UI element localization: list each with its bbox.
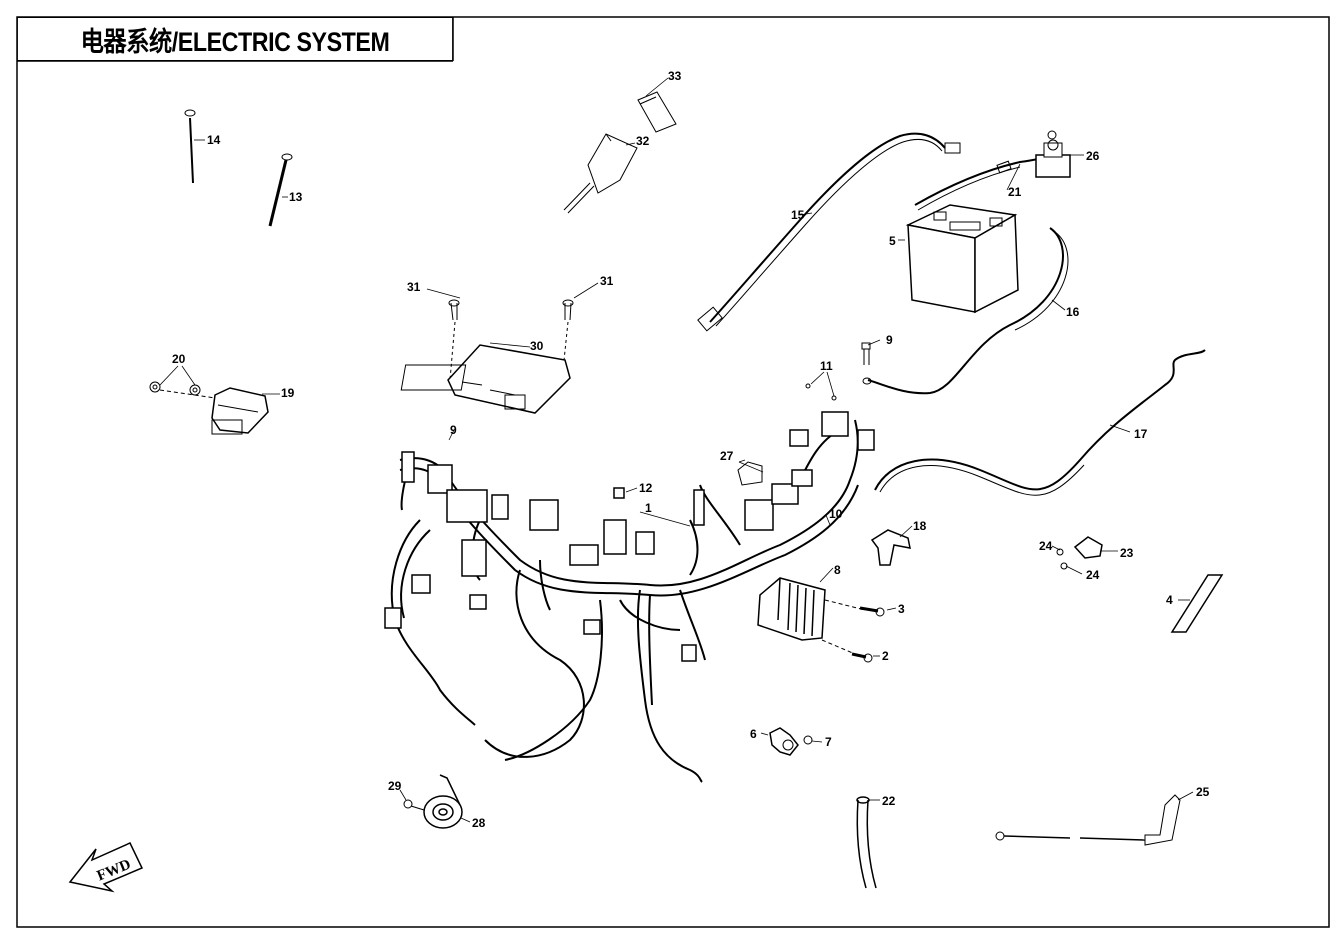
- callout-24: 24: [1039, 539, 1053, 553]
- callout-1: 1: [645, 501, 652, 515]
- callout-10: 10: [829, 507, 843, 521]
- sensor-screw-lower: [1060, 562, 1068, 570]
- horn-bolt: [403, 799, 425, 811]
- callout-17: 17: [1134, 427, 1148, 441]
- callout-23: 23: [1120, 546, 1134, 560]
- callout-33: 33: [668, 69, 682, 83]
- callout-25: 25: [1196, 785, 1210, 799]
- callout-5: 5: [889, 234, 896, 248]
- clip-assembly: [769, 727, 799, 756]
- bolt-upper: [861, 342, 872, 385]
- battery-cable-positive: [697, 132, 961, 332]
- callout-9-2: 9: [450, 423, 457, 437]
- battery: [905, 204, 1019, 314]
- ecu-bolt-left: [448, 299, 460, 321]
- harness-connectors: [384, 411, 875, 662]
- ground-cable: [995, 794, 1181, 846]
- callout-24-2: 24: [1086, 568, 1100, 582]
- rubber-tube: [856, 796, 877, 889]
- callout-4: 4: [1166, 593, 1173, 607]
- ecu-bolt-right: [562, 299, 574, 321]
- callout-3: 3: [898, 602, 905, 616]
- cable-tie-short: [268, 153, 293, 227]
- sensor-screw-upper: [1056, 548, 1064, 556]
- mounting-nut-2: [189, 384, 201, 396]
- callout-18: 18: [913, 519, 927, 533]
- sensor-bracket: [870, 529, 911, 566]
- callout-9: 9: [886, 333, 893, 347]
- callout-labels: 1234567899101112131415161718192021222324…: [172, 69, 1210, 830]
- callout-31: 31: [407, 280, 421, 294]
- callout-13: 13: [289, 190, 303, 204]
- callout-21: 21: [1008, 185, 1022, 199]
- warning-label-tag: [637, 91, 677, 133]
- mounting-nut: [149, 381, 161, 393]
- ground-wire-long: [874, 349, 1206, 496]
- cable-tie-long: [184, 109, 196, 184]
- screw-b: [831, 395, 837, 401]
- callout-29: 29: [388, 779, 402, 793]
- leader-lines: [159, 77, 1194, 823]
- horn: [423, 774, 463, 829]
- callout-31-2: 31: [600, 274, 614, 288]
- callout-26: 26: [1086, 149, 1100, 163]
- callout-27: 27: [720, 449, 734, 463]
- callout-11: 11: [820, 359, 833, 373]
- callout-22: 22: [882, 794, 896, 808]
- callout-7: 7: [825, 735, 832, 749]
- callout-32: 32: [636, 134, 650, 148]
- callout-2: 2: [882, 649, 889, 663]
- page-frame: [16, 16, 1330, 928]
- callout-28: 28: [472, 816, 486, 830]
- callout-19: 19: [281, 386, 295, 400]
- forward-direction-arrow: FWD: [68, 842, 144, 893]
- callout-15: 15: [791, 208, 805, 222]
- control-module-small: [563, 133, 638, 214]
- bolt-regulator-bottom: [851, 652, 873, 663]
- relay-module: [211, 387, 269, 435]
- bolt-regulator-top: [859, 606, 885, 617]
- relay-block: [737, 461, 763, 486]
- callout-16: 16: [1066, 305, 1080, 319]
- callout-6: 6: [750, 727, 757, 741]
- small-nut: [803, 735, 813, 745]
- starter-relay: [1035, 130, 1071, 178]
- ecu-unit: [400, 344, 571, 414]
- callout-30: 30: [530, 339, 544, 353]
- callout-8: 8: [834, 563, 841, 577]
- battery-cable-negative: [867, 227, 1069, 395]
- callout-20: 20: [172, 352, 186, 366]
- callout-14: 14: [207, 133, 221, 147]
- starter-cable: [914, 154, 1051, 211]
- callout-12: 12: [639, 481, 653, 495]
- speed-sensor: [1073, 536, 1103, 559]
- battery-strap: [1170, 574, 1224, 633]
- screw-a: [805, 383, 811, 389]
- voltage-regulator: [757, 577, 826, 641]
